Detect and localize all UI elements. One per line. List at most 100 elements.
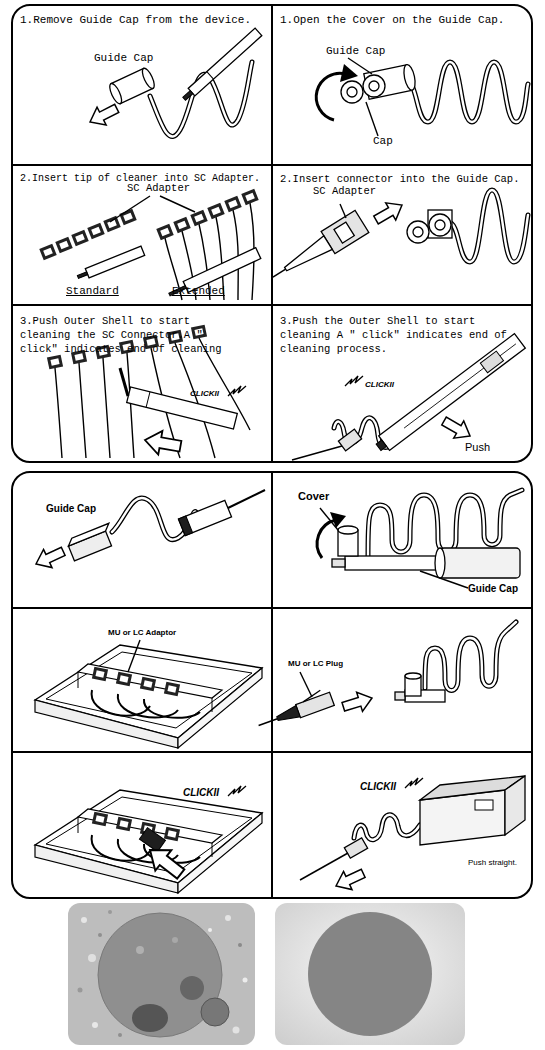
dirty-endface-photo: [68, 903, 255, 1045]
remove-cap-sketch-part-part: [183, 91, 193, 101]
clean-lc-sketch-part: [164, 827, 180, 842]
clean-lc-sketch: [35, 786, 262, 893]
click-label: CLICKII: [183, 787, 219, 800]
instruction-text: 3.Push Outer Shell to start cleaning the…: [20, 314, 235, 356]
clean-plug-sketch-part: [405, 778, 423, 788]
sc-connector-sketch-part: [448, 190, 528, 262]
sc-connector-sketch-part: [266, 210, 369, 288]
remove-cap-sketch: [85, 28, 261, 136]
lc-adapter-sketch-part: [35, 645, 262, 748]
clean-connector-sketch-part-part: [480, 351, 503, 373]
lc-adapter-sketch-part: [140, 677, 156, 692]
sc-adapter-sketch-part: [173, 217, 190, 233]
dirty-endface-photo-part: [225, 915, 231, 921]
dirty-endface-photo-part: [180, 976, 204, 1000]
lc-plug-sketch-part: [425, 622, 516, 691]
sc-adapter-sketch-part: [241, 189, 258, 205]
open-cover-sketch-part: [341, 81, 363, 103]
open-cover-sketch-part: [347, 87, 357, 97]
remove-cap-sketch-2-part: [112, 498, 196, 540]
sc-connector-sketch-part: [428, 210, 452, 238]
sc-adapter-sketch-part: [160, 196, 195, 212]
clean-plug-sketch-part: [332, 864, 368, 895]
part-label: SC Adapter: [127, 182, 190, 195]
open-cover-sketch-2-part: [368, 490, 522, 556]
step-panel: 2.Insert tip of cleaner into SC Adapter.…: [12, 165, 272, 305]
clean-sc-sketch-part: [143, 428, 183, 458]
clean-plug-sketch-part: [505, 776, 525, 835]
dirty-endface-photo-part: [68, 903, 255, 1045]
panel-frame-part: [271, 5, 273, 462]
variant-label: Extended: [172, 285, 225, 299]
sc-adapter-sketch-part: [103, 216, 120, 232]
open-cover-sketch-2-part: [368, 490, 522, 556]
click-label: CLICKII: [190, 389, 219, 399]
panel-frame-part: [12, 5, 532, 462]
sc-connector-sketch-part: [407, 221, 429, 243]
open-cover-sketch-2-part: [332, 559, 345, 567]
dirty-endface-photo-part: [172, 937, 178, 943]
remove-cap-sketch-part-part: [107, 82, 124, 105]
remove-cap-sketch-2-part: [228, 490, 265, 508]
remove-cap-sketch-part: [85, 99, 121, 130]
clean-plug-sketch-part: [354, 815, 420, 840]
open-cover-sketch-part: [363, 75, 385, 97]
sc-adapter-sketch-part: [71, 230, 88, 246]
clean-plug-sketch-part: [475, 800, 493, 810]
dirty-endface-photo-part: [136, 946, 144, 954]
remove-cap-sketch-2-part-part: [178, 516, 192, 536]
panel-frame-part: [12, 607, 532, 609]
open-cover-sketch-part: [405, 62, 528, 122]
sc-adapter-sketch: [39, 189, 261, 300]
clean-connector-sketch-part-part: [376, 440, 386, 451]
panel-frame-part: [12, 304, 532, 306]
clean-lc-sketch-part-part: [139, 828, 165, 852]
clean-connector-sketch-part: [373, 334, 525, 455]
sc-adapter-sketch-part: [167, 248, 261, 300]
clean-connector-sketch-part: [292, 446, 342, 460]
instruction-text: 1.Remove Guide Cap from the device.: [20, 14, 251, 28]
clean-lc-sketch-part: [92, 812, 108, 827]
lc-plug-sketch-part: [395, 692, 405, 700]
dirty-endface-photo-part: [132, 1004, 168, 1032]
step-panel: CLICKII: [12, 752, 272, 898]
part-label: Guide Cap: [46, 503, 96, 516]
open-cover-sketch-2-part: [435, 548, 445, 578]
clean-endface-photo: [275, 903, 465, 1045]
dirty-endface-photo-part: [243, 978, 248, 983]
clean-sc-sketch-part: [47, 355, 63, 370]
action-label: Push straight.: [468, 858, 517, 868]
dirty-endface-photo-part: [92, 1022, 98, 1028]
remove-cap-sketch-2-part-part: [66, 523, 111, 546]
lc-plug-sketch-part-part: [259, 719, 278, 726]
remove-cap-sketch-part-part: [188, 28, 262, 96]
remove-cap-sketch-part: [181, 28, 262, 102]
clean-sc-sketch-part: [228, 386, 246, 396]
clean-connector-sketch-part: [439, 412, 475, 444]
remove-cap-sketch-part: [150, 62, 252, 137]
variant-label: Standard: [66, 285, 119, 299]
step-panel: MU or LC Adaptor: [12, 608, 272, 752]
step-panel: CoverGuide Cap: [272, 472, 532, 608]
action-label: Push: [465, 441, 490, 455]
sc-adapter-sketch-part: [87, 223, 104, 239]
sc-connector-sketch-part: [448, 190, 528, 262]
clean-connector-sketch-part-part: [338, 429, 361, 451]
part-label: Guide Cap: [94, 52, 153, 66]
clean-connector-sketch-part-part: [404, 344, 516, 428]
dirty-endface-photo-part: [118, 1033, 122, 1037]
remove-cap-sketch-2-part-part: [178, 500, 231, 535]
click-label: CLICKII: [365, 380, 394, 390]
step-panel: 1.Remove Guide Cap from the device. Guide…: [12, 5, 272, 165]
part-label: MU or LC Plug: [288, 659, 343, 669]
remove-cap-sketch-2: [32, 490, 265, 573]
lc-plug-sketch-part: [300, 672, 312, 697]
sc-adapter-sketch-part-part: [85, 246, 144, 278]
open-cover-sketch-part: [369, 81, 379, 91]
panel-frame: [12, 5, 532, 898]
sc-connector-sketch-part-part: [334, 222, 354, 243]
open-cover-sketch-part: [364, 64, 417, 100]
lc-plug-sketch-part-part: [275, 706, 300, 725]
lc-plug-sketch-part: [405, 673, 421, 679]
dirty-endface-photo-part: [201, 998, 229, 1026]
